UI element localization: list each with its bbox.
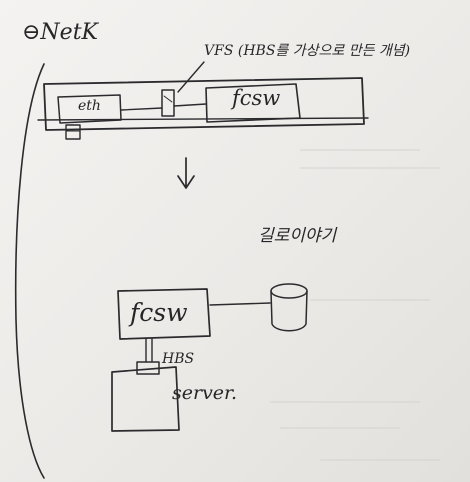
eth-box [57, 94, 122, 124]
storage-cylinder-icon [270, 283, 308, 332]
fcsw-label-bottom: fcsw [130, 298, 188, 327]
margin-curve [14, 63, 45, 479]
hbs-label: HBS [162, 351, 195, 367]
down-arrow-icon [177, 157, 195, 189]
paper-bleed-through [270, 149, 440, 461]
fcsw-box-top [205, 83, 301, 123]
fcsw-box-bottom [117, 288, 211, 340]
eth-label: eth [78, 98, 101, 114]
server-label: server. [172, 382, 238, 404]
arrow-label: ↓. [178, 160, 210, 188]
eth-port [65, 124, 81, 140]
server-box [111, 366, 180, 432]
top-system-box [43, 77, 365, 131]
fcsw-label-top: fcsw [232, 86, 281, 110]
storage-annotation: 길로이야기 [258, 226, 337, 246]
diagram-title: ⊖NetK [22, 20, 98, 45]
vfs-box [161, 89, 175, 117]
vfs-annotation: VFS (HBS를 가상으로 만든 개념) [204, 43, 411, 59]
